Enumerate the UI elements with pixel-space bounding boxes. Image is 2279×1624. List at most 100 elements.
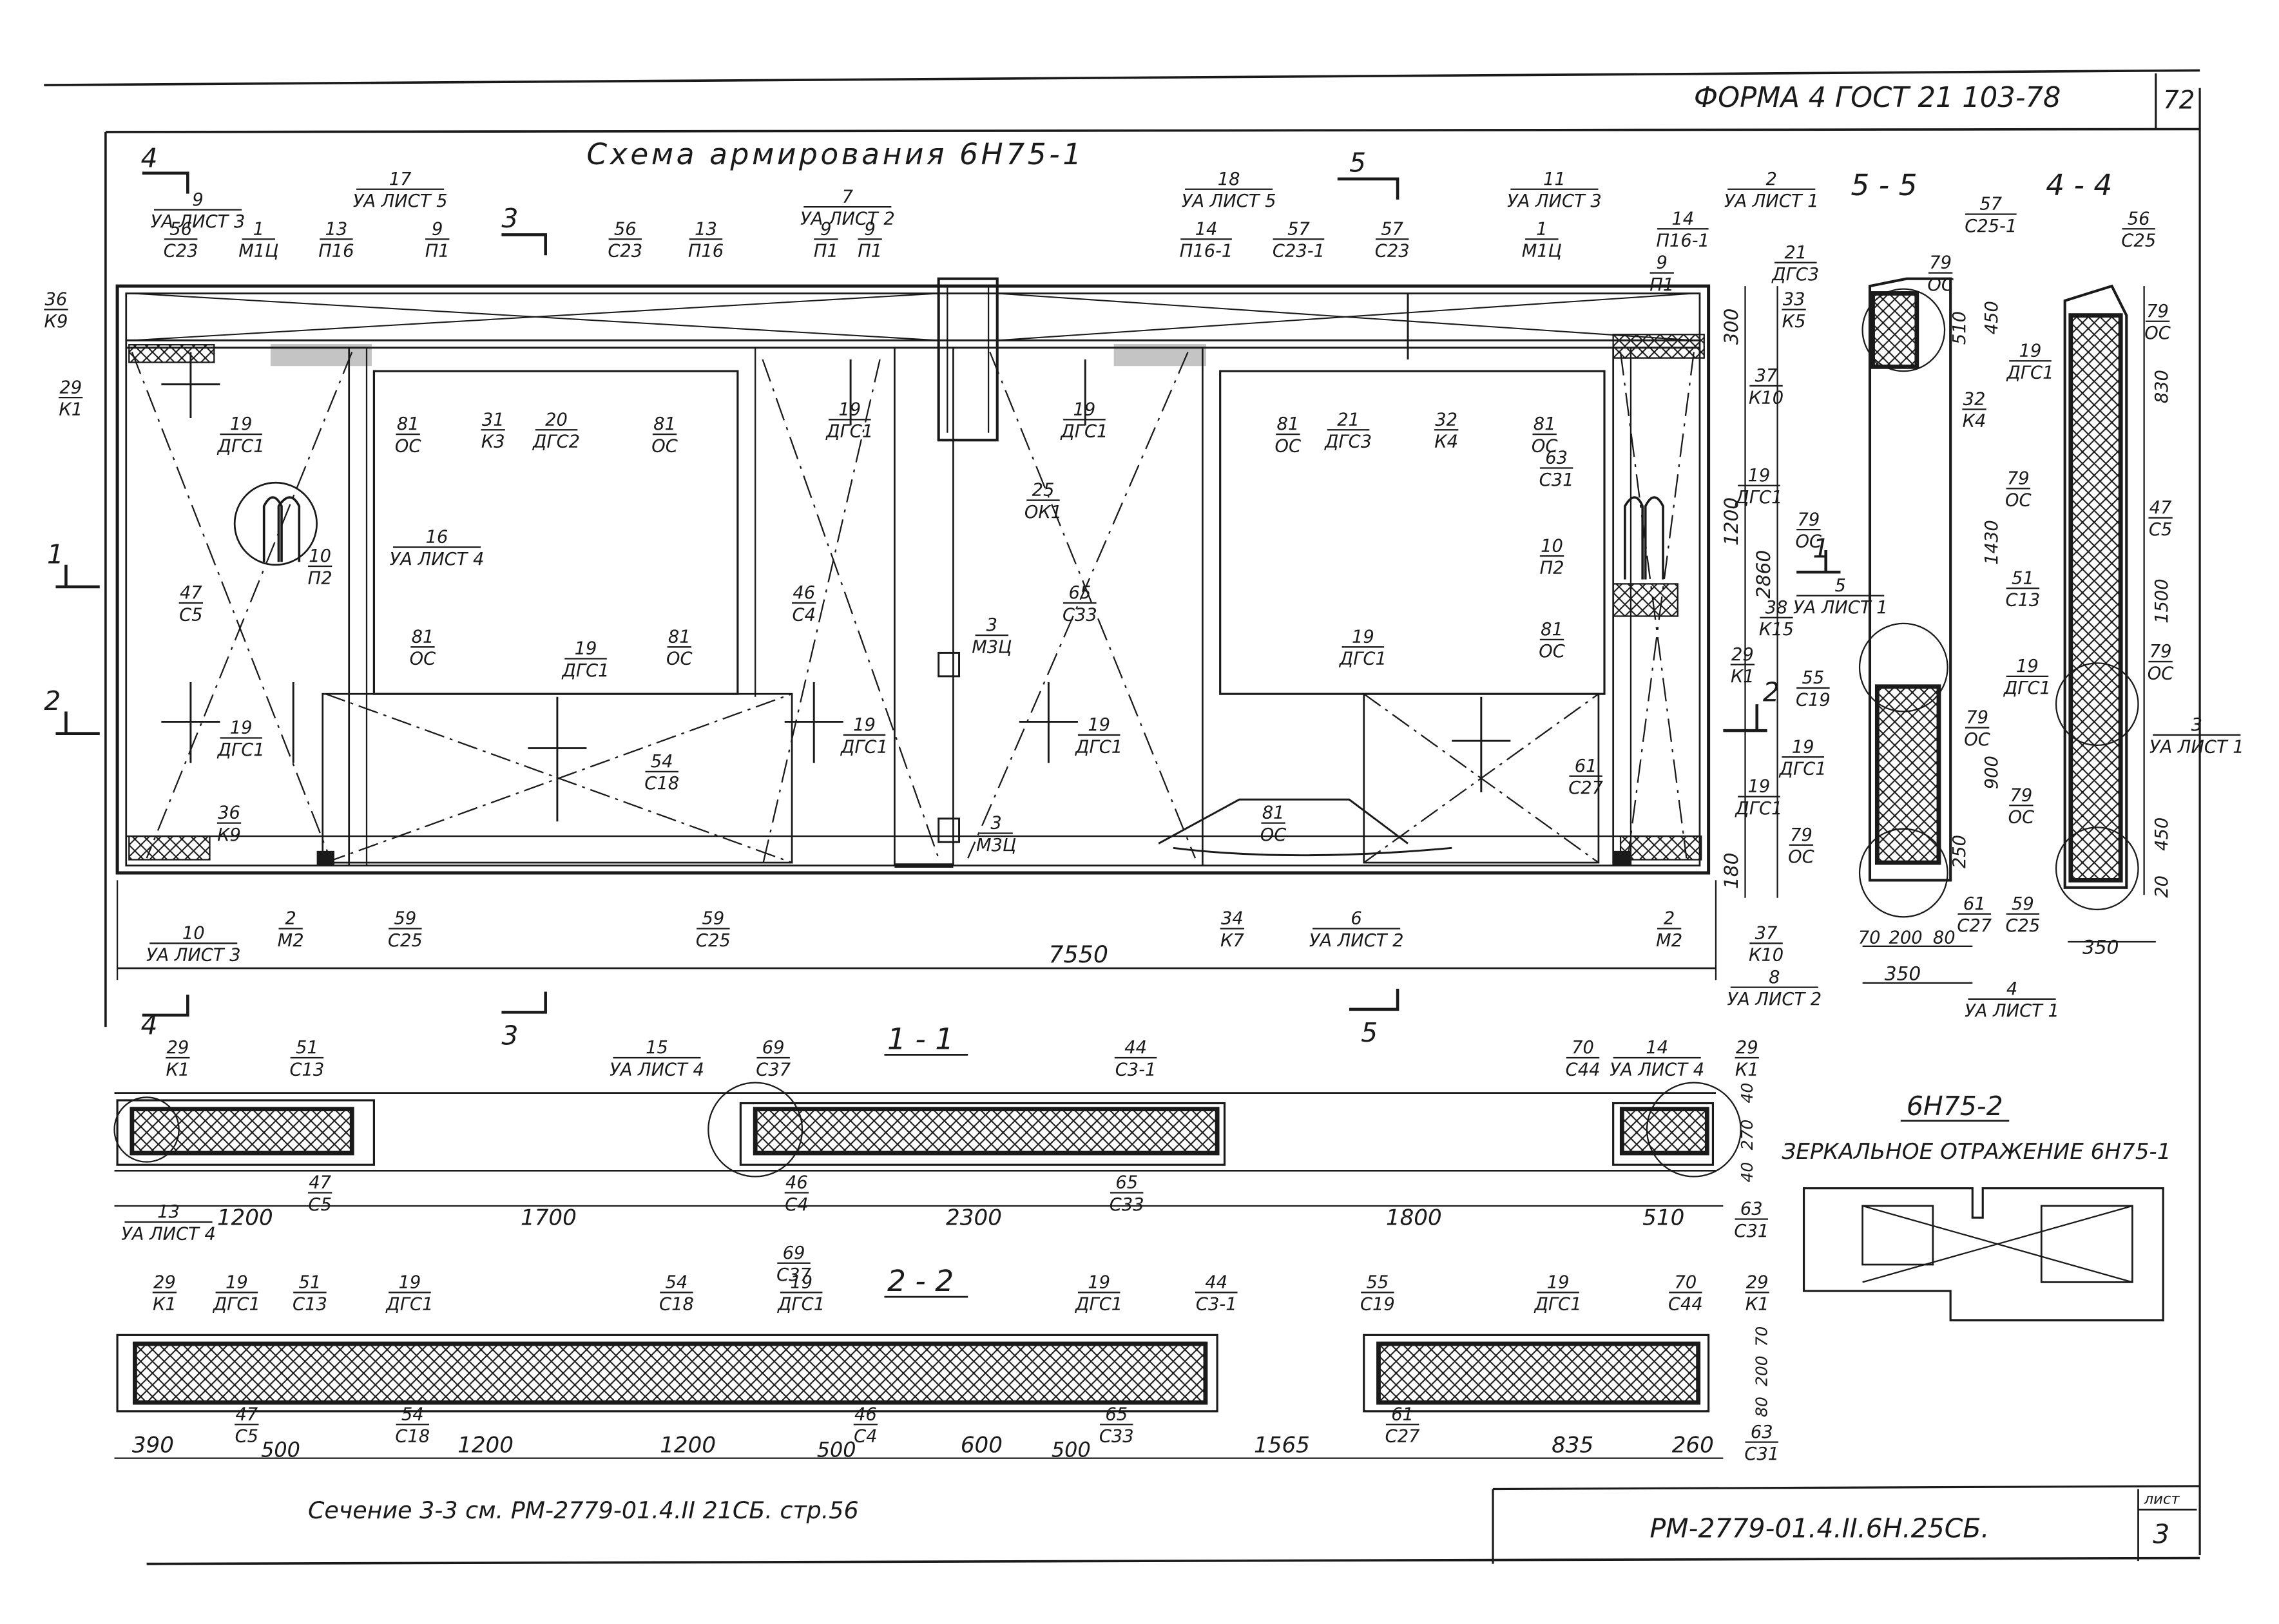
callout-number: 19 bbox=[1748, 466, 1771, 486]
callout-code: С3-1 bbox=[1115, 1060, 1157, 1080]
callout-code: П1 bbox=[858, 242, 882, 262]
callout-number: 81 bbox=[1276, 414, 1299, 434]
s44-dim-350: 350 bbox=[2082, 936, 2119, 958]
callout-number: 44 bbox=[1124, 1038, 1147, 1058]
dim-1200: 1200 bbox=[1720, 497, 1742, 546]
s22-dim-835: 835 bbox=[1552, 1433, 1593, 1458]
callout-code: С25 bbox=[2121, 231, 2156, 251]
callout-code: С23 bbox=[608, 242, 642, 262]
callout-number: 21 bbox=[1337, 410, 1360, 430]
page-number: 72 bbox=[2163, 86, 2195, 115]
callout-code: К1 bbox=[153, 1295, 177, 1315]
callout-number: 63 bbox=[1751, 1422, 1773, 1442]
callout-code: П1 bbox=[814, 242, 838, 262]
sheet-label: лист bbox=[2144, 1491, 2180, 1507]
s44-dim-20: 20 bbox=[2152, 875, 2172, 898]
callout-code: С13 bbox=[293, 1295, 327, 1315]
callout-code: М3Ц bbox=[976, 836, 1016, 855]
callout-number: 10 bbox=[182, 923, 205, 943]
callout-code: С33 bbox=[1110, 1195, 1144, 1215]
sheet-frame bbox=[44, 69, 2201, 1565]
callout-number: 3 bbox=[2191, 715, 2202, 735]
callout-code: С37 bbox=[756, 1060, 791, 1080]
plan-bar-groups bbox=[128, 334, 1705, 866]
callout-code: К9 bbox=[44, 312, 68, 332]
callout-number: 13 bbox=[157, 1202, 180, 1222]
callout-number: 59 bbox=[394, 909, 416, 929]
s55-dim-80: 80 bbox=[1933, 928, 1956, 948]
callout-number: 65 bbox=[1068, 583, 1091, 603]
callout-number: 63 bbox=[1545, 448, 1568, 468]
callout-number: 8 bbox=[1769, 968, 1780, 988]
callout-number: 9 bbox=[1657, 253, 1668, 273]
section-2-2-callouts: 29К119ДГС151С1319ДГС154С1869С3719ДГС119Д… bbox=[152, 1243, 1779, 1464]
callout-number: 79 bbox=[2149, 642, 2172, 662]
s11-dim-1200: 1200 bbox=[217, 1205, 273, 1231]
callout-code: П16 bbox=[688, 242, 724, 262]
callout-code: ДГС1 bbox=[213, 1295, 260, 1315]
cut-mark-1-left: 1 bbox=[47, 539, 64, 569]
callout-code: П1 bbox=[425, 242, 450, 262]
callout-number: 19 bbox=[1352, 627, 1374, 647]
section-3-3-note: Сечение 3-3 см. РМ-2779-01.4.II 21СБ. ст… bbox=[308, 1496, 859, 1524]
callout-number: 29 bbox=[59, 377, 82, 397]
callout-code: ДГС1 bbox=[562, 661, 610, 681]
s22-side-dim-70: 70 bbox=[1753, 1326, 1771, 1347]
callout-number: 81 bbox=[412, 627, 434, 647]
s11-side-dim-270: 270 bbox=[1738, 1120, 1756, 1151]
callout-number: 31 bbox=[482, 410, 505, 430]
callout-code: ДГС1 bbox=[1534, 1295, 1582, 1315]
callout-number: 81 bbox=[653, 414, 676, 434]
callout-code: С13 bbox=[289, 1060, 324, 1080]
callout-code: ДГС1 bbox=[1075, 737, 1122, 757]
callout-code: УА ЛИСТ 4 bbox=[390, 549, 485, 569]
callout-number: 65 bbox=[1105, 1404, 1128, 1424]
callout-code: С31 bbox=[1744, 1444, 1779, 1464]
callout-code: М2 bbox=[278, 931, 304, 951]
callout-code: УА ЛИСТ 1 bbox=[1724, 191, 1819, 211]
cut-mark-3-bottom: 3 bbox=[501, 1020, 518, 1051]
callout-code: С25 bbox=[696, 931, 731, 951]
callout-code: ДГС2 bbox=[532, 432, 580, 452]
callout-code: ОС bbox=[410, 649, 436, 669]
callout-code: С27 bbox=[1957, 916, 1992, 936]
callout-code: С33 bbox=[1063, 605, 1097, 625]
callout-number: 57 bbox=[1287, 219, 1310, 239]
callout-number: 14 bbox=[1671, 209, 1694, 229]
callout-code: К4 bbox=[1434, 432, 1458, 452]
section-2-2-title: 2 - 2 bbox=[887, 1264, 954, 1298]
callout-code: ДГС1 bbox=[2006, 363, 2053, 383]
callout-number: 69 bbox=[762, 1038, 785, 1058]
callout-code: С25 bbox=[388, 931, 423, 951]
callout-number: 46 bbox=[793, 583, 815, 603]
callout-code: С27 bbox=[1568, 778, 1603, 798]
callout-code: С13 bbox=[2005, 591, 2040, 611]
callout-number: 7 bbox=[842, 187, 854, 207]
callout-number: 18 bbox=[1218, 169, 1240, 189]
cut-mark-2-right: 2 bbox=[1763, 677, 1780, 708]
callout-number: 79 bbox=[1790, 825, 1813, 845]
s22-dim-1200b: 1200 bbox=[660, 1433, 716, 1458]
callout-code: УА ЛИСТ 1 bbox=[1793, 598, 1888, 618]
callout-code: К9 bbox=[217, 825, 241, 845]
callout-number: 29 bbox=[166, 1038, 189, 1058]
callout-code: М2 bbox=[1656, 931, 1682, 951]
callout-code: С31 bbox=[1734, 1221, 1769, 1241]
mirror-panel-title: 6Н75-2 bbox=[1907, 1091, 2003, 1122]
callout-code: С5 bbox=[308, 1195, 331, 1215]
callout-number: 4 bbox=[2006, 979, 2017, 999]
s55-dim-350: 350 bbox=[1885, 962, 1921, 984]
callout-number: 19 bbox=[1088, 1272, 1110, 1292]
plan-inserts bbox=[938, 651, 961, 843]
callout-number: 36 bbox=[45, 290, 68, 310]
callout-code: УА ЛИСТ 3 bbox=[151, 212, 245, 232]
plan-overall-dimension bbox=[116, 880, 1717, 980]
section-2-2-outline bbox=[114, 1333, 1724, 1459]
callout-number: 33 bbox=[1783, 290, 1805, 310]
callout-code: УА ЛИСТ 4 bbox=[121, 1224, 216, 1244]
callout-number: 79 bbox=[2007, 469, 2030, 489]
s11-side-dim-40a: 40 bbox=[1738, 1083, 1756, 1103]
callout-code: К1 bbox=[1745, 1295, 1769, 1315]
